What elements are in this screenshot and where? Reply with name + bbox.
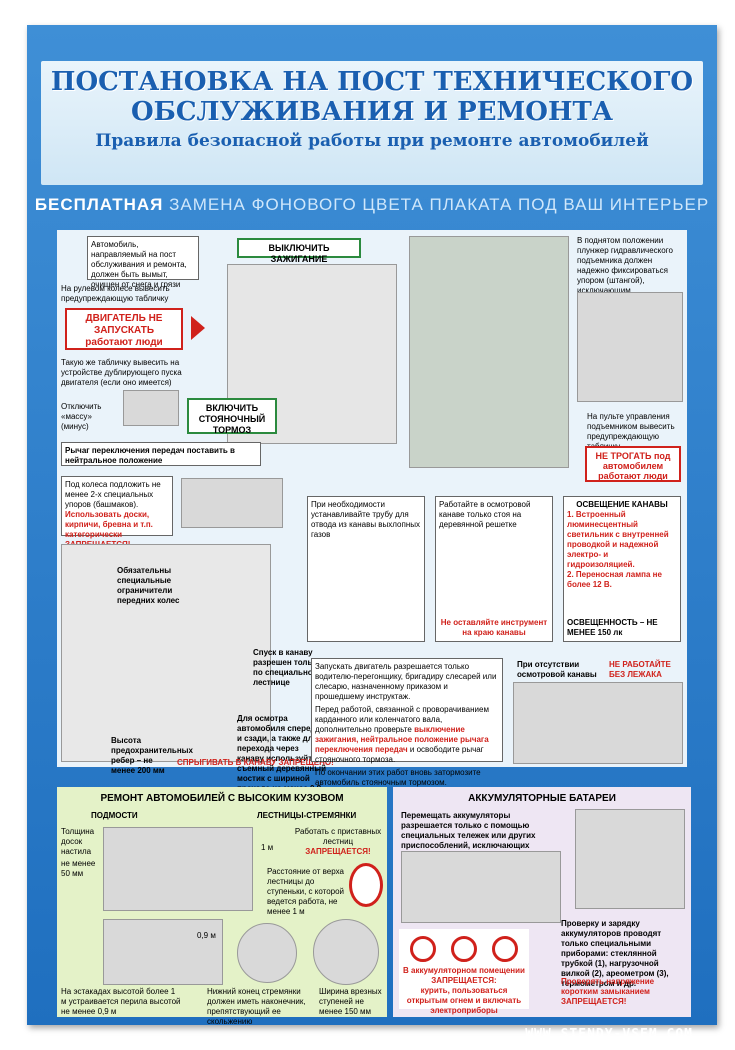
charge-note: Проверку и зарядку аккумуляторов проводя… bbox=[561, 919, 669, 988]
no-smoking-icon bbox=[409, 936, 436, 962]
pit-light-item-2: 2. Переносная лампа не более 12 В. bbox=[567, 570, 662, 589]
chocks-note: Под колеса подложить не менее 2-х специа… bbox=[61, 476, 173, 549]
pit-grate-note: Работайте в осмотровой канаве только сто… bbox=[439, 500, 531, 529]
work-ladder-warning: ЗАПРЕЩАЕТСЯ! bbox=[305, 847, 371, 856]
no-tools-note: Не оставляйте инструмент на краю канавы bbox=[440, 618, 548, 637]
plank-min-note: не менее 50 мм bbox=[61, 859, 96, 878]
poster: ПОСТАНОВКА НА ПОСТ ТЕХНИЧЕСКОГО ОБСЛУЖИВ… bbox=[27, 25, 717, 1042]
before-turn-block: Перед работой, связанной с проворачивани… bbox=[315, 705, 499, 765]
room-warning: В аккумуляторном помещении ЗАПРЕЩАЕТСЯ: bbox=[403, 966, 525, 985]
work-ladder-text: Работать с приставных лестниц bbox=[294, 827, 382, 846]
dont-touch-sign: НЕ ТРОГАТЬ под автомобилем работают люди bbox=[585, 446, 681, 482]
prohibition-icons bbox=[402, 932, 526, 966]
car-on-lift-illustration bbox=[577, 292, 683, 402]
main-panel: Автомобиль, направляемый на пост обслужи… bbox=[57, 230, 687, 803]
high-body-section: РЕМОНТ АВТОМОБИЛЕЙ С ВЫСОКИМ КУЗОВОМ ПОД… bbox=[57, 787, 387, 1026]
no-pit-note: При отсутствии осмотровой канавы bbox=[517, 660, 597, 679]
chocks-text: Под колеса подложить не менее 2-х специа… bbox=[65, 480, 161, 509]
lift-truck-illustration bbox=[409, 236, 569, 468]
after-work-note: По окончании этих работ вновь затормозит… bbox=[315, 768, 481, 787]
parking-brake-label: ВКЛЮЧИТЬ СТОЯНОЧНЫЙ ТОРМОЗ bbox=[187, 398, 277, 435]
battery-switch-illustration bbox=[123, 390, 179, 426]
truck-illustration bbox=[181, 478, 283, 528]
pit-light-title: ОСВЕЩЕНИЕ КАНАВЫ bbox=[576, 500, 668, 509]
battery-room-box: В аккумуляторном помещении ЗАПРЕЩАЕТСЯ: … bbox=[399, 929, 529, 1015]
battery-title: АККУМУЛЯТОРНЫЕ БАТАРЕИ bbox=[468, 793, 616, 804]
high-body-title: РЕМОНТ АВТОМОБИЛЕЙ С ВЫСОКИМ КУЗОВОМ bbox=[100, 793, 344, 804]
exhaust-panel: При необходимости устанавливайте трубу д… bbox=[307, 496, 425, 642]
poster-title: ПОСТАНОВКА НА ПОСТ ТЕХНИЧЕСКОГО ОБСЛУЖИВ… bbox=[41, 67, 703, 127]
before-turn-red: выключение зажигания, нейтральное положе… bbox=[315, 725, 489, 754]
poster-header: ПОСТАНОВКА НА ПОСТ ТЕХНИЧЕСКОГО ОБСЛУЖИВ… bbox=[41, 61, 703, 185]
engine-start-note: Запускать двигатель разрешается только в… bbox=[315, 662, 497, 701]
exhaust-note: При необходимости устанавливайте трубу д… bbox=[311, 500, 420, 539]
no-ladder-icon bbox=[349, 863, 383, 907]
battery-section: АККУМУЛЯТОРНЫЕ БАТАРЕИ Перемещать аккуму… bbox=[393, 787, 691, 1017]
title-line-2: ОБСЛУЖИВАНИЯ И РЕМОНТА bbox=[130, 97, 614, 127]
battery-cart-illustration bbox=[401, 851, 561, 923]
dup-sign-note: Такую же табличку вывесить на устройстве… bbox=[61, 358, 182, 387]
mass-note: Отключить «массу» (минус) bbox=[61, 402, 102, 431]
gear-neutral-note: Рычаг переключения передач поставить в н… bbox=[61, 442, 261, 466]
before-turn-note: Перед работой, связанной с проворачивани… bbox=[315, 705, 489, 734]
site-url: WWW.STENDY-VSEM.COM bbox=[525, 1027, 693, 1042]
pit-light-panel: ОСВЕЩЕНИЕ КАНАВЫ 1. Встроенный люминесце… bbox=[563, 496, 681, 642]
no-lounger-warning: НЕ РАБОТАЙТЕ БЕЗ ЛЕЖАКА bbox=[609, 660, 671, 679]
ladder-foot-illustration bbox=[237, 923, 297, 983]
ladder-steps-illustration bbox=[313, 919, 379, 985]
promo-banner: БЕСПЛАТНАЯ ЗАМЕНА ФОНОВОГО ЦВЕТА ПЛАКАТА… bbox=[27, 195, 717, 215]
ignition-label: ВЫКЛЮЧИТЬ ЗАЖИГАНИЕ bbox=[237, 238, 361, 264]
room-warning-details: курить, пользоваться открытым огнем и вк… bbox=[406, 986, 522, 1015]
scaffold-illustration bbox=[103, 827, 253, 911]
promo-text: ЗАМЕНА ФОНОВОГО ЦВЕТА ПЛАКАТА ПОД ВАШ ИН… bbox=[169, 195, 710, 214]
promo-bold: БЕСПЛАТНАЯ bbox=[34, 195, 164, 214]
pit-light-level: ОСВЕЩЕННОСТЬ – НЕ МЕНЕЕ 150 лк bbox=[567, 618, 658, 637]
poster-subtitle: Правила безопасной работы при ремонте ав… bbox=[95, 131, 649, 151]
no-jump-warning: СПРЫГИВАТЬ В КАНАВУ ЗАПРЕЩЕНО! bbox=[177, 758, 334, 767]
pit-light-item-1: 1. Встроенный люминесцентный светильник … bbox=[567, 510, 669, 569]
ladders-label: ЛЕСТНИЦЫ-СТРЕМЯНКИ bbox=[257, 811, 357, 820]
release-brake-note: и освободите рычаг стояночного тормоза. bbox=[315, 745, 484, 764]
dim-1m-label: 1 м bbox=[261, 843, 274, 852]
no-short-warning: Проверять напряжение коротким замыканием… bbox=[561, 977, 655, 1006]
lounger-illustration bbox=[513, 682, 683, 764]
scaffold-label: ПОДМОСТИ bbox=[91, 811, 138, 820]
car-clean-note: Автомобиль, направляемый на пост обслужи… bbox=[87, 236, 199, 289]
title-line-1: ПОСТАНОВКА НА ПОСТ ТЕХНИЧЕСКОГО bbox=[50, 67, 694, 97]
dim-09m-label: 0,9 м bbox=[197, 931, 216, 940]
pit-grate-panel: Работайте в осмотровой канаве только сто… bbox=[435, 496, 553, 642]
rib-note: Высота предохранительных ребер – не мене… bbox=[111, 736, 193, 775]
descent-note: Спуск в канаву разрешен только по специа… bbox=[253, 648, 322, 687]
wheel-sign-note: На рулевом колесе вывесить предупреждающ… bbox=[61, 284, 170, 303]
work-ladder-note: Работать с приставных лестниц ЗАПРЕЩАЕТС… bbox=[293, 827, 383, 857]
red-arrow-icon bbox=[191, 316, 205, 340]
warn-engine-sign: ДВИГАТЕЛЬ НЕ ЗАПУСКАТЬ работают люди bbox=[65, 308, 183, 350]
engine-start-panel: Запускать двигатель разрешается только в… bbox=[311, 658, 503, 787]
pit-illustration bbox=[61, 544, 271, 762]
no-electric-icon bbox=[492, 936, 519, 962]
overpass-note: На эстакадах высотой более 1 м устраивае… bbox=[61, 987, 181, 1016]
battery-tools-illustration bbox=[575, 809, 685, 909]
limiters-note: Обязательны специальные ограничители пер… bbox=[117, 566, 180, 605]
lower-end-note: Нижний конец стремянки должен иметь нако… bbox=[207, 987, 306, 1026]
no-fire-icon bbox=[450, 936, 477, 962]
distance-note: Расстояние от верха лестницы до ступеньк… bbox=[267, 867, 345, 916]
overpass-illustration bbox=[103, 919, 223, 985]
steps-width-note: Ширина врезных ступеней не менее 150 мм bbox=[319, 987, 382, 1016]
plank-note: Толщина досок настила bbox=[61, 827, 95, 856]
